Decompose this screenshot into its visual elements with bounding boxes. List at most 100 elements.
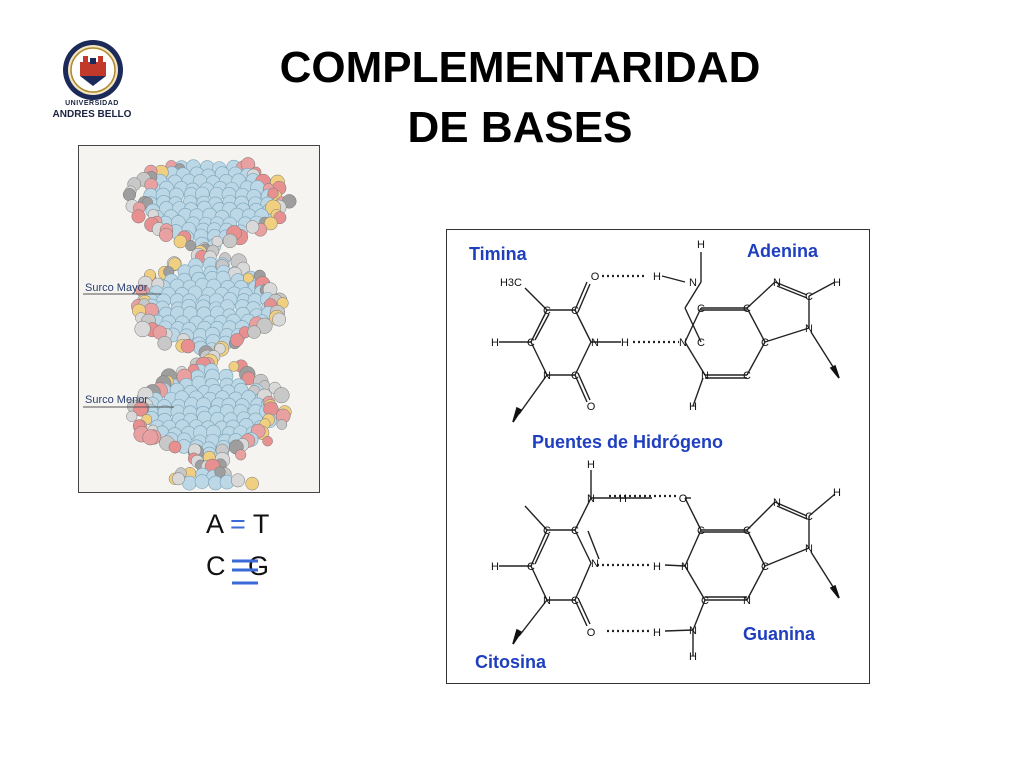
base-pair-notation: A = T C G (206, 503, 269, 587)
atom-label: N (591, 558, 599, 570)
dna-backbone-atom (168, 440, 182, 454)
dna-backbone-atom (272, 312, 287, 327)
pair-cg: C G (206, 545, 269, 587)
label-timina: Timina (469, 244, 528, 264)
atom-label: H (619, 493, 627, 505)
atom-label: C (761, 337, 769, 349)
title-line-2: DE BASES (407, 103, 633, 152)
atom-label: N (681, 561, 689, 573)
atom-label: O (591, 271, 600, 283)
surco-mayor-label: Surco Mayor (85, 282, 148, 294)
dna-backbone-atom (245, 220, 260, 234)
dna-backbone-atom (256, 317, 273, 334)
atom-label: N (543, 370, 551, 382)
dna-backbone-atom (235, 449, 247, 461)
dna-backbone-atom (230, 333, 244, 347)
atom-label: C (743, 303, 751, 315)
title-line-1: COMPLEMENTARIDAD (279, 43, 761, 92)
label-puentes-hidrogeno: Puentes de Hidrógeno (532, 432, 723, 452)
dna-backbone-atom (173, 234, 188, 249)
dna-backbone-atom (228, 361, 240, 372)
atom-label: C (805, 291, 813, 303)
atom-label: C (527, 337, 535, 349)
dna-backbone-atom (276, 419, 288, 430)
atom-label: O (679, 493, 688, 505)
dna-backbone-atom (158, 227, 174, 242)
university-crest-logo (63, 40, 123, 100)
dna-backbone-atom (180, 338, 196, 354)
base-pairing-diagram: Timina Adenina Puentes de Hidrógeno Guan… (446, 229, 870, 684)
atom-label: H3C (500, 277, 522, 289)
atom-label: N (773, 277, 781, 289)
atom-label: C (743, 370, 751, 382)
dna-backbone-atom (230, 473, 245, 488)
atom-label: C (697, 337, 705, 349)
slide-title: COMPLEMENTARIDAD DE BASES (200, 38, 840, 158)
atom-label: N (543, 595, 551, 607)
atom-label: H (653, 561, 661, 573)
dna-backbone-atom (134, 320, 151, 338)
dna-backbone-atom (185, 240, 197, 252)
double-bond-sign: = (230, 509, 246, 539)
atom-label: N (805, 323, 813, 335)
base-a: A (206, 509, 223, 539)
dna-backbone-atom (267, 187, 279, 199)
atom-label: C (697, 303, 705, 315)
atom-label: H (587, 459, 595, 471)
atom-label: N (679, 337, 687, 349)
atom-label: H (833, 277, 841, 289)
atom-label: N (743, 595, 751, 607)
dna-backbone-atom (142, 429, 159, 446)
base-c: C (206, 551, 226, 581)
atom-label: O (587, 401, 596, 413)
label-adenina: Adenina (747, 241, 819, 261)
dna-helix-figure: Surco Mayor Surco Menor (78, 145, 320, 493)
surco-menor-label: Surco Menor (85, 394, 148, 406)
atom-label: C (761, 561, 769, 573)
pair-at: A = T (206, 503, 269, 545)
label-guanina: Guanina (743, 624, 816, 644)
atom-label: C (571, 525, 579, 537)
atom-label: H (689, 651, 697, 663)
atom-label: H (653, 271, 661, 283)
atom-label: N (701, 370, 709, 382)
atom-label: H (689, 401, 697, 413)
atom-label: C (571, 370, 579, 382)
logo-line-1: UNIVERSIDAD (65, 100, 119, 107)
atom-label: H (491, 337, 499, 349)
atom-label: C (543, 305, 551, 317)
atom-label: N (591, 337, 599, 349)
dna-backbone-atom (157, 336, 172, 351)
base-t: T (252, 509, 270, 539)
dna-base-atom (194, 474, 210, 489)
dna-backbone-atom (242, 272, 254, 284)
atom-label: H (621, 337, 629, 349)
atom-label: H (833, 487, 841, 499)
atom-label: C (543, 525, 551, 537)
dna-helix-illustration: Surco Mayor Surco Menor (83, 157, 297, 491)
atom-label: H (653, 627, 661, 639)
atom-label: H (491, 561, 499, 573)
dna-backbone-atom (172, 472, 185, 486)
dna-backbone-atom (273, 387, 290, 404)
dna-atom-cloud (122, 157, 297, 491)
hydrogen-bond-structures: Timina Adenina Puentes de Hidrógeno Guan… (469, 239, 841, 672)
logo-line-2: ANDRES BELLO (52, 109, 132, 120)
dna-backbone-atom (222, 233, 238, 249)
label-citosina: Citosina (475, 652, 547, 672)
atom-label: N (689, 625, 697, 637)
base-g: G (248, 551, 270, 581)
atom-label: N (773, 497, 781, 509)
atom-label: C (697, 525, 705, 537)
atom-label: C (527, 561, 535, 573)
dna-backbone-atom (131, 209, 146, 224)
atom-label: N (689, 277, 697, 289)
dna-backbone-atom (263, 216, 278, 231)
atom-label: O (587, 627, 596, 639)
dna-backbone-atom (126, 410, 138, 422)
atom-label: N (587, 493, 595, 505)
atom-label: C (805, 511, 813, 523)
atom-label: C (571, 595, 579, 607)
dna-backbone-atom (262, 435, 273, 447)
university-name: UNIVERSIDAD ANDRES BELLO (40, 98, 144, 120)
